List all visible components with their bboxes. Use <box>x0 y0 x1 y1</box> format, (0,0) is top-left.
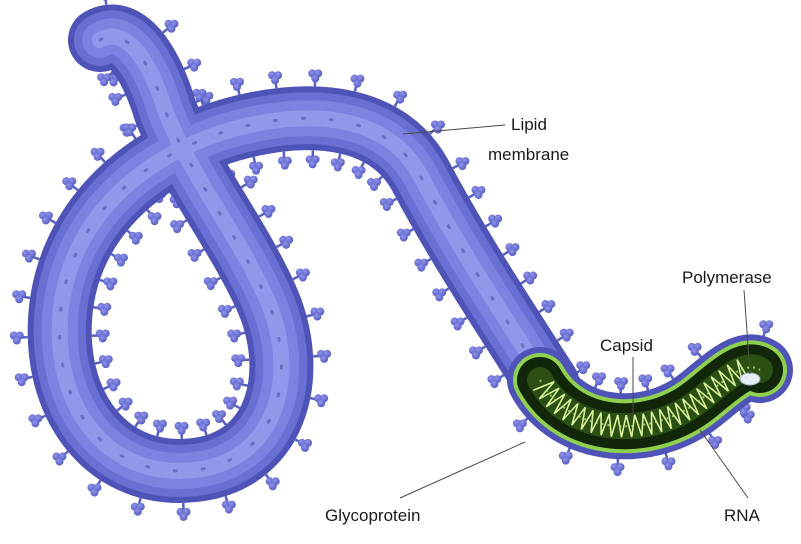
glycoprotein-spike <box>22 250 39 263</box>
glycoprotein-spike <box>331 154 345 172</box>
glycoprotein-spike <box>218 305 235 318</box>
glycoprotein-spike <box>487 375 503 388</box>
label-lipid-membrane-line2: membrane <box>488 145 569 164</box>
glycoprotein-spike <box>223 397 240 410</box>
glycoprotein-spike <box>759 320 773 337</box>
glycoprotein-spike <box>432 288 448 301</box>
glycoprotein-spike <box>230 78 244 95</box>
leader-rna <box>700 430 748 498</box>
glycoprotein-spike <box>469 346 485 359</box>
glycoprotein-spike <box>98 0 112 5</box>
leader-glycoprotein <box>400 442 525 498</box>
glycoprotein-spike <box>592 372 606 388</box>
glycoprotein-spike <box>204 277 221 290</box>
glycoprotein-spike <box>91 148 105 162</box>
glycoprotein-spike <box>559 447 573 464</box>
glycoprotein-spike <box>503 243 519 256</box>
glycoprotein-spike <box>638 374 652 391</box>
glycoprotein-spike <box>539 300 555 313</box>
glycoprotein-spike <box>310 394 328 407</box>
glycoprotein-spike <box>93 303 111 316</box>
glycoprotein-spike <box>451 318 467 331</box>
glycoprotein-spike <box>259 205 275 218</box>
glycoprotein-spike <box>12 290 30 303</box>
glycoprotein-spike <box>170 220 186 233</box>
glycoprotein-spike <box>393 91 407 107</box>
glycoprotein-spike <box>352 162 366 179</box>
glycoprotein-spike <box>350 75 364 92</box>
glycoprotein-spike <box>227 330 245 343</box>
polymerase-molecule <box>740 373 760 385</box>
lipid-membrane-tube <box>60 36 548 470</box>
glycoprotein-spike <box>111 254 128 267</box>
glycoprotein-spike <box>104 378 121 391</box>
glycoprotein-spike <box>453 157 470 170</box>
glycoprotein-spike <box>688 343 702 358</box>
glycoprotein-spike <box>231 354 249 367</box>
label-rna: RNA <box>724 506 761 525</box>
label-capsid: Capsid <box>600 336 653 355</box>
glycoprotein-spike <box>486 215 502 228</box>
glycoprotein-spike <box>117 398 132 411</box>
glycoprotein-spike <box>661 453 675 471</box>
glycoprotein-spike <box>131 498 145 516</box>
glycoprotein-spike <box>241 176 257 189</box>
glycoprotein-spike <box>521 272 537 285</box>
glycoprotein-spike <box>295 439 312 452</box>
glycoprotein-spike <box>313 350 331 363</box>
glycoprotein-spike <box>307 308 325 321</box>
glycoprotein-spike <box>268 71 282 88</box>
glycoprotein-spike <box>212 410 226 425</box>
glycoprotein-spike <box>15 373 33 386</box>
glycoprotein-spike <box>513 418 528 432</box>
glycoprotein-spike <box>557 329 573 342</box>
glycoprotein-spike <box>163 20 179 33</box>
glycoprotein-spike <box>52 452 67 466</box>
glycoprotein-spike <box>92 329 110 342</box>
glycoprotein-spike <box>308 69 322 86</box>
glycoprotein-spike <box>266 475 280 491</box>
glycoprotein-spike <box>278 152 292 170</box>
capsid-cutaway <box>533 360 760 438</box>
glycoprotein-spike <box>397 229 414 242</box>
glycoprotein-spike <box>611 458 625 476</box>
glycoprotein-spike <box>62 177 78 190</box>
glycoprotein-spike <box>153 420 167 437</box>
glycoprotein-spike <box>306 150 320 168</box>
glycoprotein-spike <box>277 236 294 249</box>
glycoprotein-spike <box>175 422 189 439</box>
label-polymerase: Polymerase <box>682 268 772 287</box>
glycoprotein-spike <box>147 210 161 225</box>
label-lipid-membrane-line1: Lipid <box>511 115 547 134</box>
glycoprotein-spike <box>100 277 117 290</box>
glycoprotein-spike <box>293 269 310 282</box>
glycoprotein-spike <box>39 211 56 224</box>
glycoprotein-spike <box>188 249 204 262</box>
glycoprotein-spike <box>230 377 248 390</box>
glycoprotein-spike <box>661 364 675 379</box>
glycoprotein-spike <box>95 355 113 368</box>
glycoprotein-spike <box>414 259 430 272</box>
glycoprotein-spike <box>380 198 397 211</box>
label-glycoprotein: Glycoprotein <box>325 506 420 525</box>
glycoprotein-spike <box>134 412 148 427</box>
glycoprotein-spike <box>469 186 486 199</box>
glycoprotein-spike <box>708 433 722 449</box>
glycoprotein-spike <box>108 93 125 106</box>
glycoprotein-spike <box>196 418 210 434</box>
glycoprotein-spike <box>184 59 201 72</box>
glycoprotein-spike <box>10 332 28 345</box>
glycoprotein-spike <box>28 414 45 427</box>
glycoprotein-spike <box>127 231 143 245</box>
glycoprotein-spike <box>222 496 236 513</box>
glycoprotein-spike <box>177 503 191 521</box>
glycoprotein-spike <box>249 157 263 175</box>
glycoprotein-spike <box>614 377 628 394</box>
glycoprotein-spike <box>367 177 382 191</box>
glycoprotein-spike <box>87 480 101 496</box>
